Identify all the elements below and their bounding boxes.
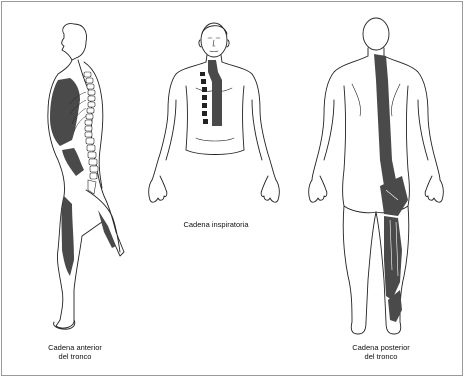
spine-icon [84, 72, 98, 194]
anterior-lower-fill [62, 196, 75, 276]
figure-side-view [48, 24, 124, 330]
front-hand-right [261, 176, 279, 202]
caption-posterior-line1: Cadena posterior [336, 343, 426, 352]
caption-posterior-chain: Cadena posterior del tronco [336, 343, 426, 361]
side-head [62, 24, 87, 60]
caption-posterior-line2: del tronco [336, 352, 426, 361]
erector-fill [374, 54, 396, 186]
back-head [363, 18, 389, 50]
inspiratory-chain-fill [200, 60, 222, 126]
hamstring-fill [384, 216, 402, 300]
anterior-mid-fill [62, 148, 84, 176]
front-hand-left [149, 176, 167, 202]
caption-anterior-chain: Cadena anterior del tronco [30, 343, 120, 361]
anterior-chain-fill [50, 78, 116, 276]
caption-anterior-line1: Cadena anterior [30, 343, 120, 352]
anterior-thigh-fill [98, 210, 116, 248]
scalene-fill [208, 60, 222, 126]
intercostal-stripes [200, 72, 208, 124]
back-hand-left [309, 176, 327, 202]
caption-inspiratory-chain: Cadena inspiratoria [166, 220, 266, 229]
caption-anterior-line2: del tronco [30, 352, 120, 361]
anterior-upper-fill [50, 78, 80, 146]
back-hand-right [425, 176, 443, 202]
caption-inspiratory-line1: Cadena inspiratoria [166, 220, 266, 229]
